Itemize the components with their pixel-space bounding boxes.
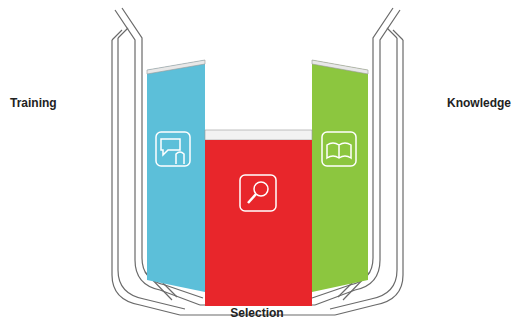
side-label: Selection bbox=[230, 306, 283, 320]
side-label: Knowledge bbox=[447, 96, 511, 110]
icons bbox=[156, 132, 356, 211]
side-label: Training bbox=[10, 96, 57, 110]
red-book bbox=[205, 140, 312, 306]
frame bbox=[112, 8, 403, 315]
green-book bbox=[312, 60, 368, 292]
blue-book bbox=[147, 60, 205, 292]
